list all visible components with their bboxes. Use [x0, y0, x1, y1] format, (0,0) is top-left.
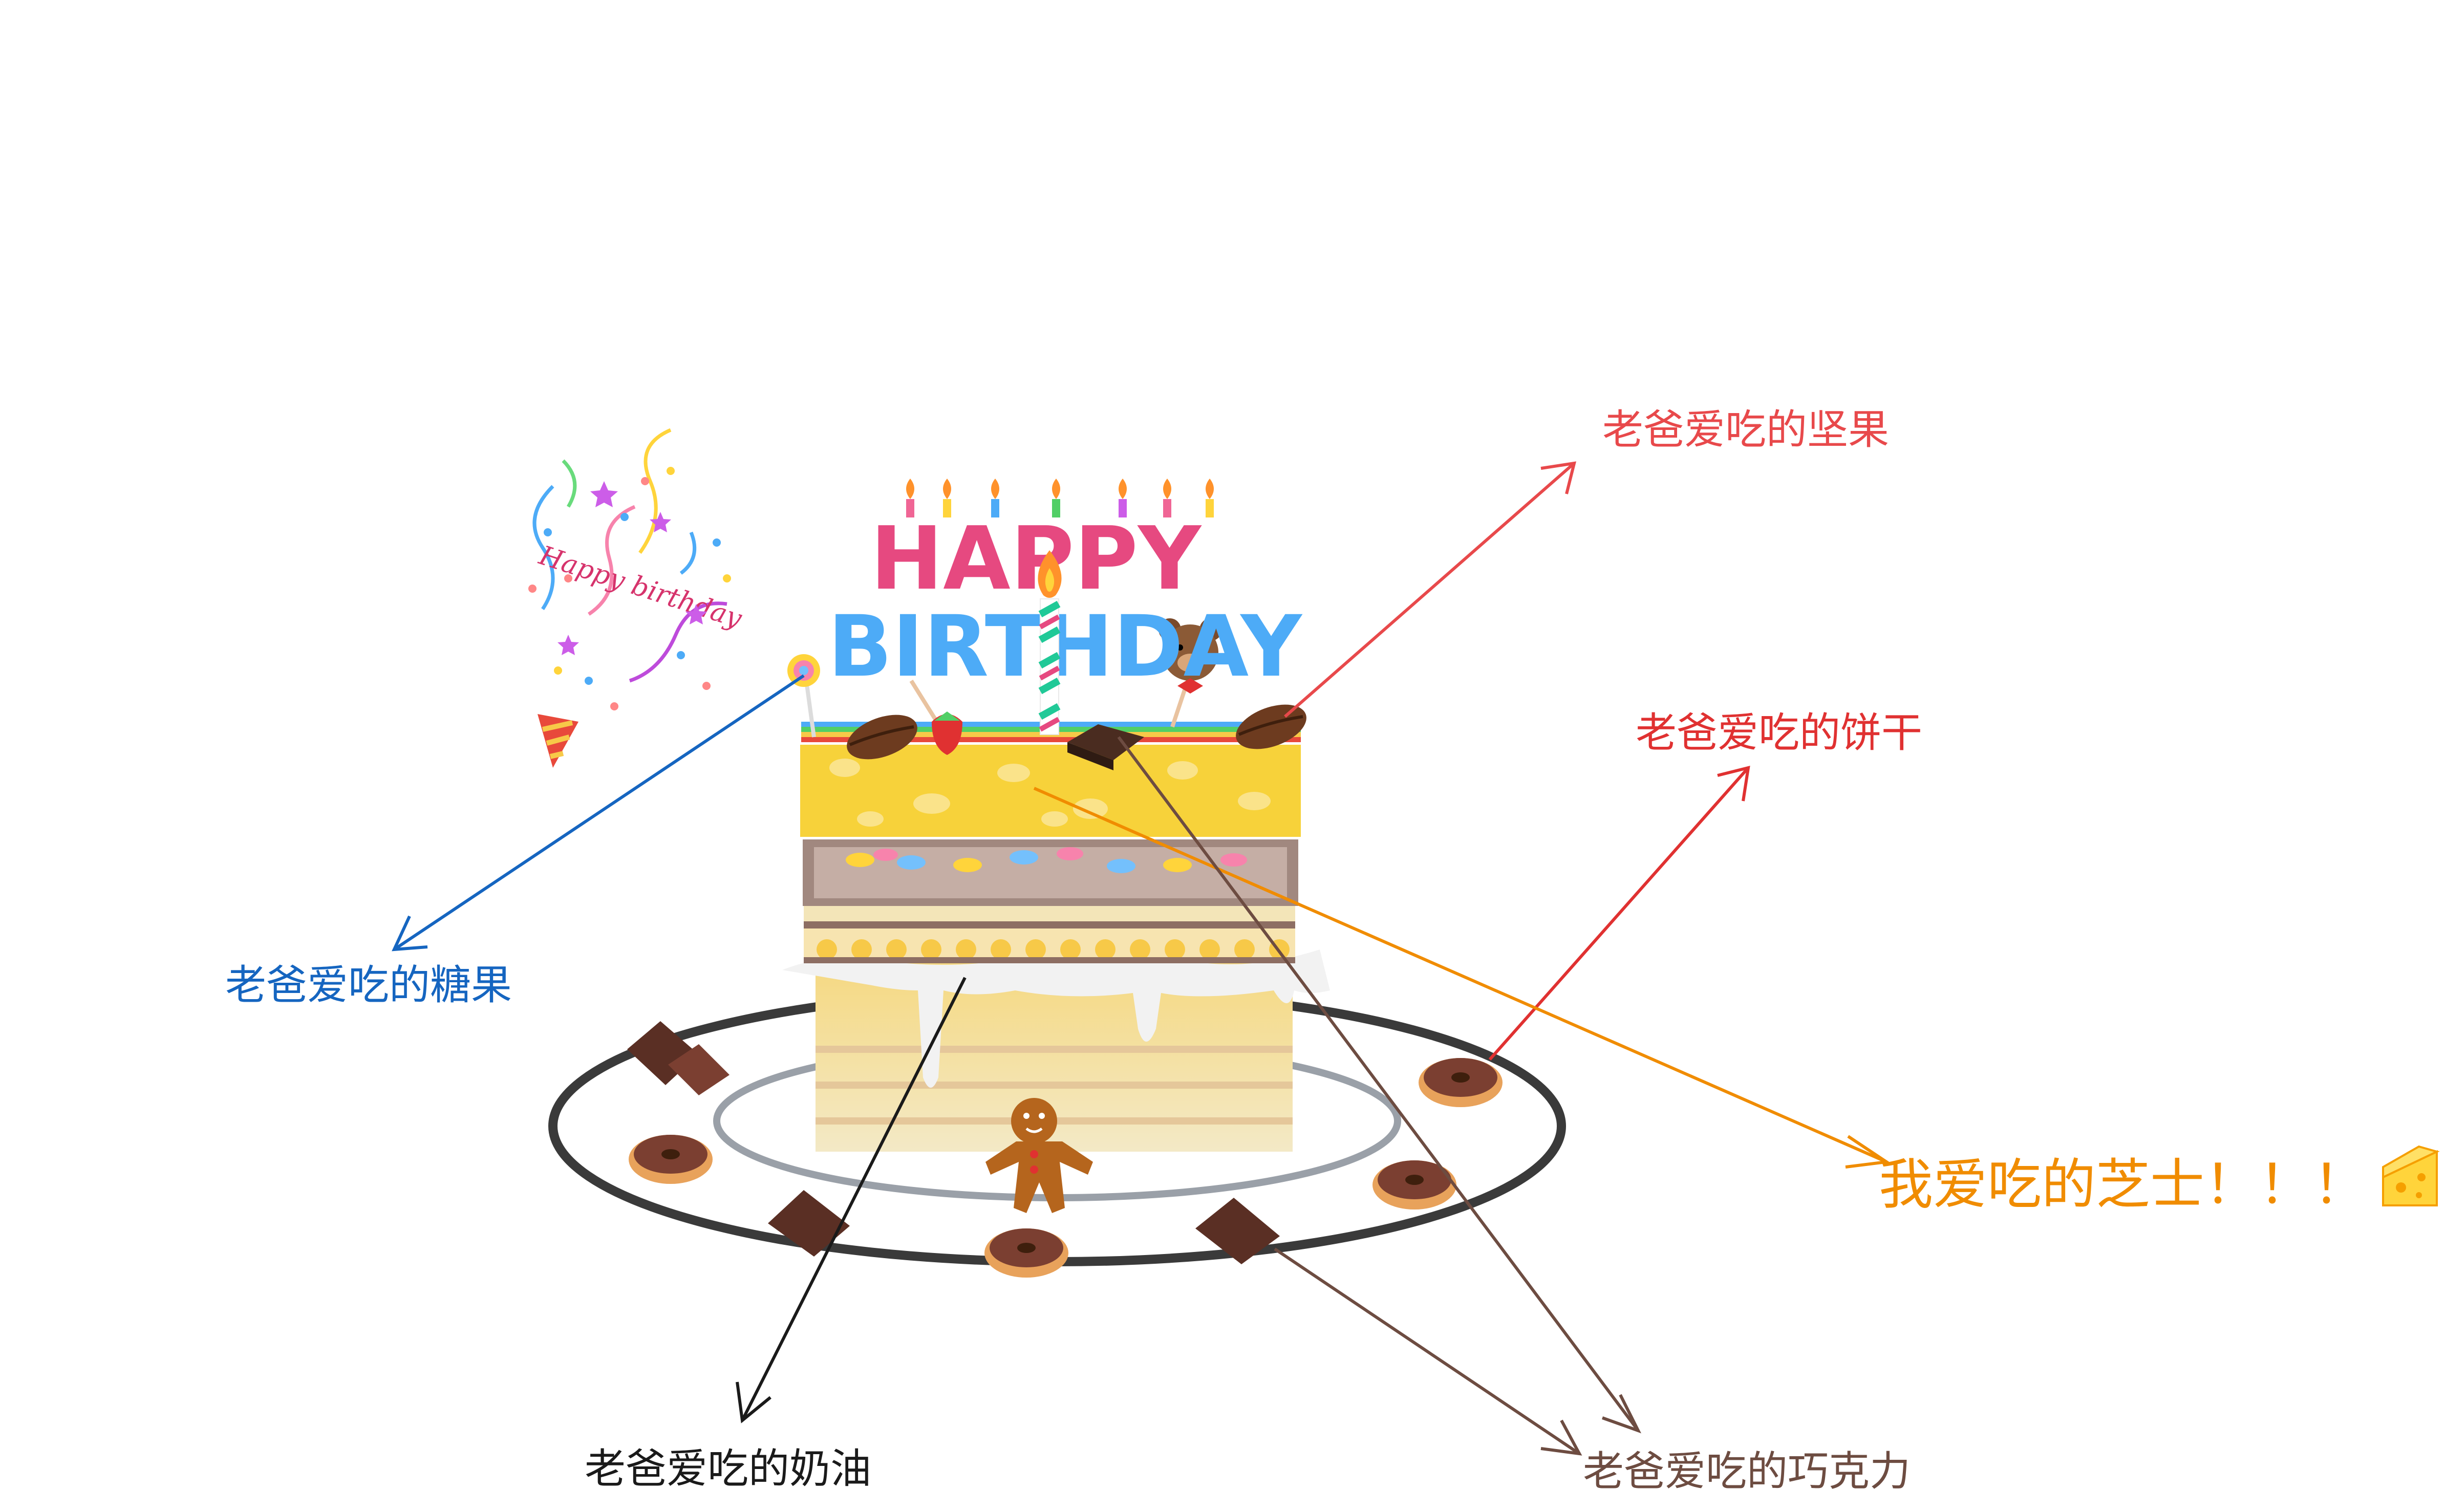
cheese-icon: [2382, 1145, 2440, 1206]
label-nuts: 老爸爱吃的坚果: [1602, 406, 1889, 453]
arrow-candy: [392, 674, 805, 952]
candle-icon: [1038, 550, 1062, 735]
banner-candles: [906, 479, 1214, 517]
banner-line-2: BIRTHDAY: [828, 597, 1303, 696]
chocolate-piece-icon: [1195, 1198, 1280, 1264]
arrow-cream: [736, 977, 967, 1423]
chocolate-piece-icon: [1067, 724, 1144, 770]
donut-icon: [629, 1135, 713, 1184]
birthday-banner: HAPPY BIRTHDAY: [828, 479, 1303, 696]
gingerbread-man-icon: [985, 1098, 1093, 1213]
donut-icon: [984, 1228, 1068, 1278]
label-candy: 老爸爱吃的糖果: [225, 961, 512, 1009]
label-cream: 老爸爱吃的奶油: [585, 1445, 871, 1493]
label-chocolate: 老爸爱吃的巧克力: [1583, 1448, 1911, 1495]
arrow-chocolate-bottom: [1274, 1247, 1582, 1456]
nut-icon: [847, 715, 917, 760]
confetti-text: Happy birthday: [535, 540, 746, 635]
nut-icon: [1236, 704, 1306, 749]
strawberry-icon: [909, 679, 962, 755]
arrow-cheese: [1033, 787, 1891, 1169]
label-cheese: 我爱吃的芝士！！！: [1879, 1153, 2367, 1216]
donut-icon: [1372, 1160, 1456, 1209]
arrow-nuts: [1284, 461, 1577, 718]
chocolate-piece-icon: [627, 1021, 730, 1095]
arrow-biscuit: [1488, 765, 1750, 1061]
label-biscuit: 老爸爱吃的饼干: [1636, 709, 1922, 757]
arrow-chocolate-top: [1117, 736, 1642, 1434]
confetti-popper-icon: Happy birthday: [528, 428, 746, 768]
bear-icon: [1159, 618, 1222, 728]
donut-icon: [1419, 1058, 1503, 1107]
chocolate-piece-icon: [768, 1190, 850, 1257]
banner-line-1: HAPPY: [870, 508, 1202, 610]
lollipop-icon: [787, 654, 820, 738]
cake: [782, 722, 1330, 1152]
